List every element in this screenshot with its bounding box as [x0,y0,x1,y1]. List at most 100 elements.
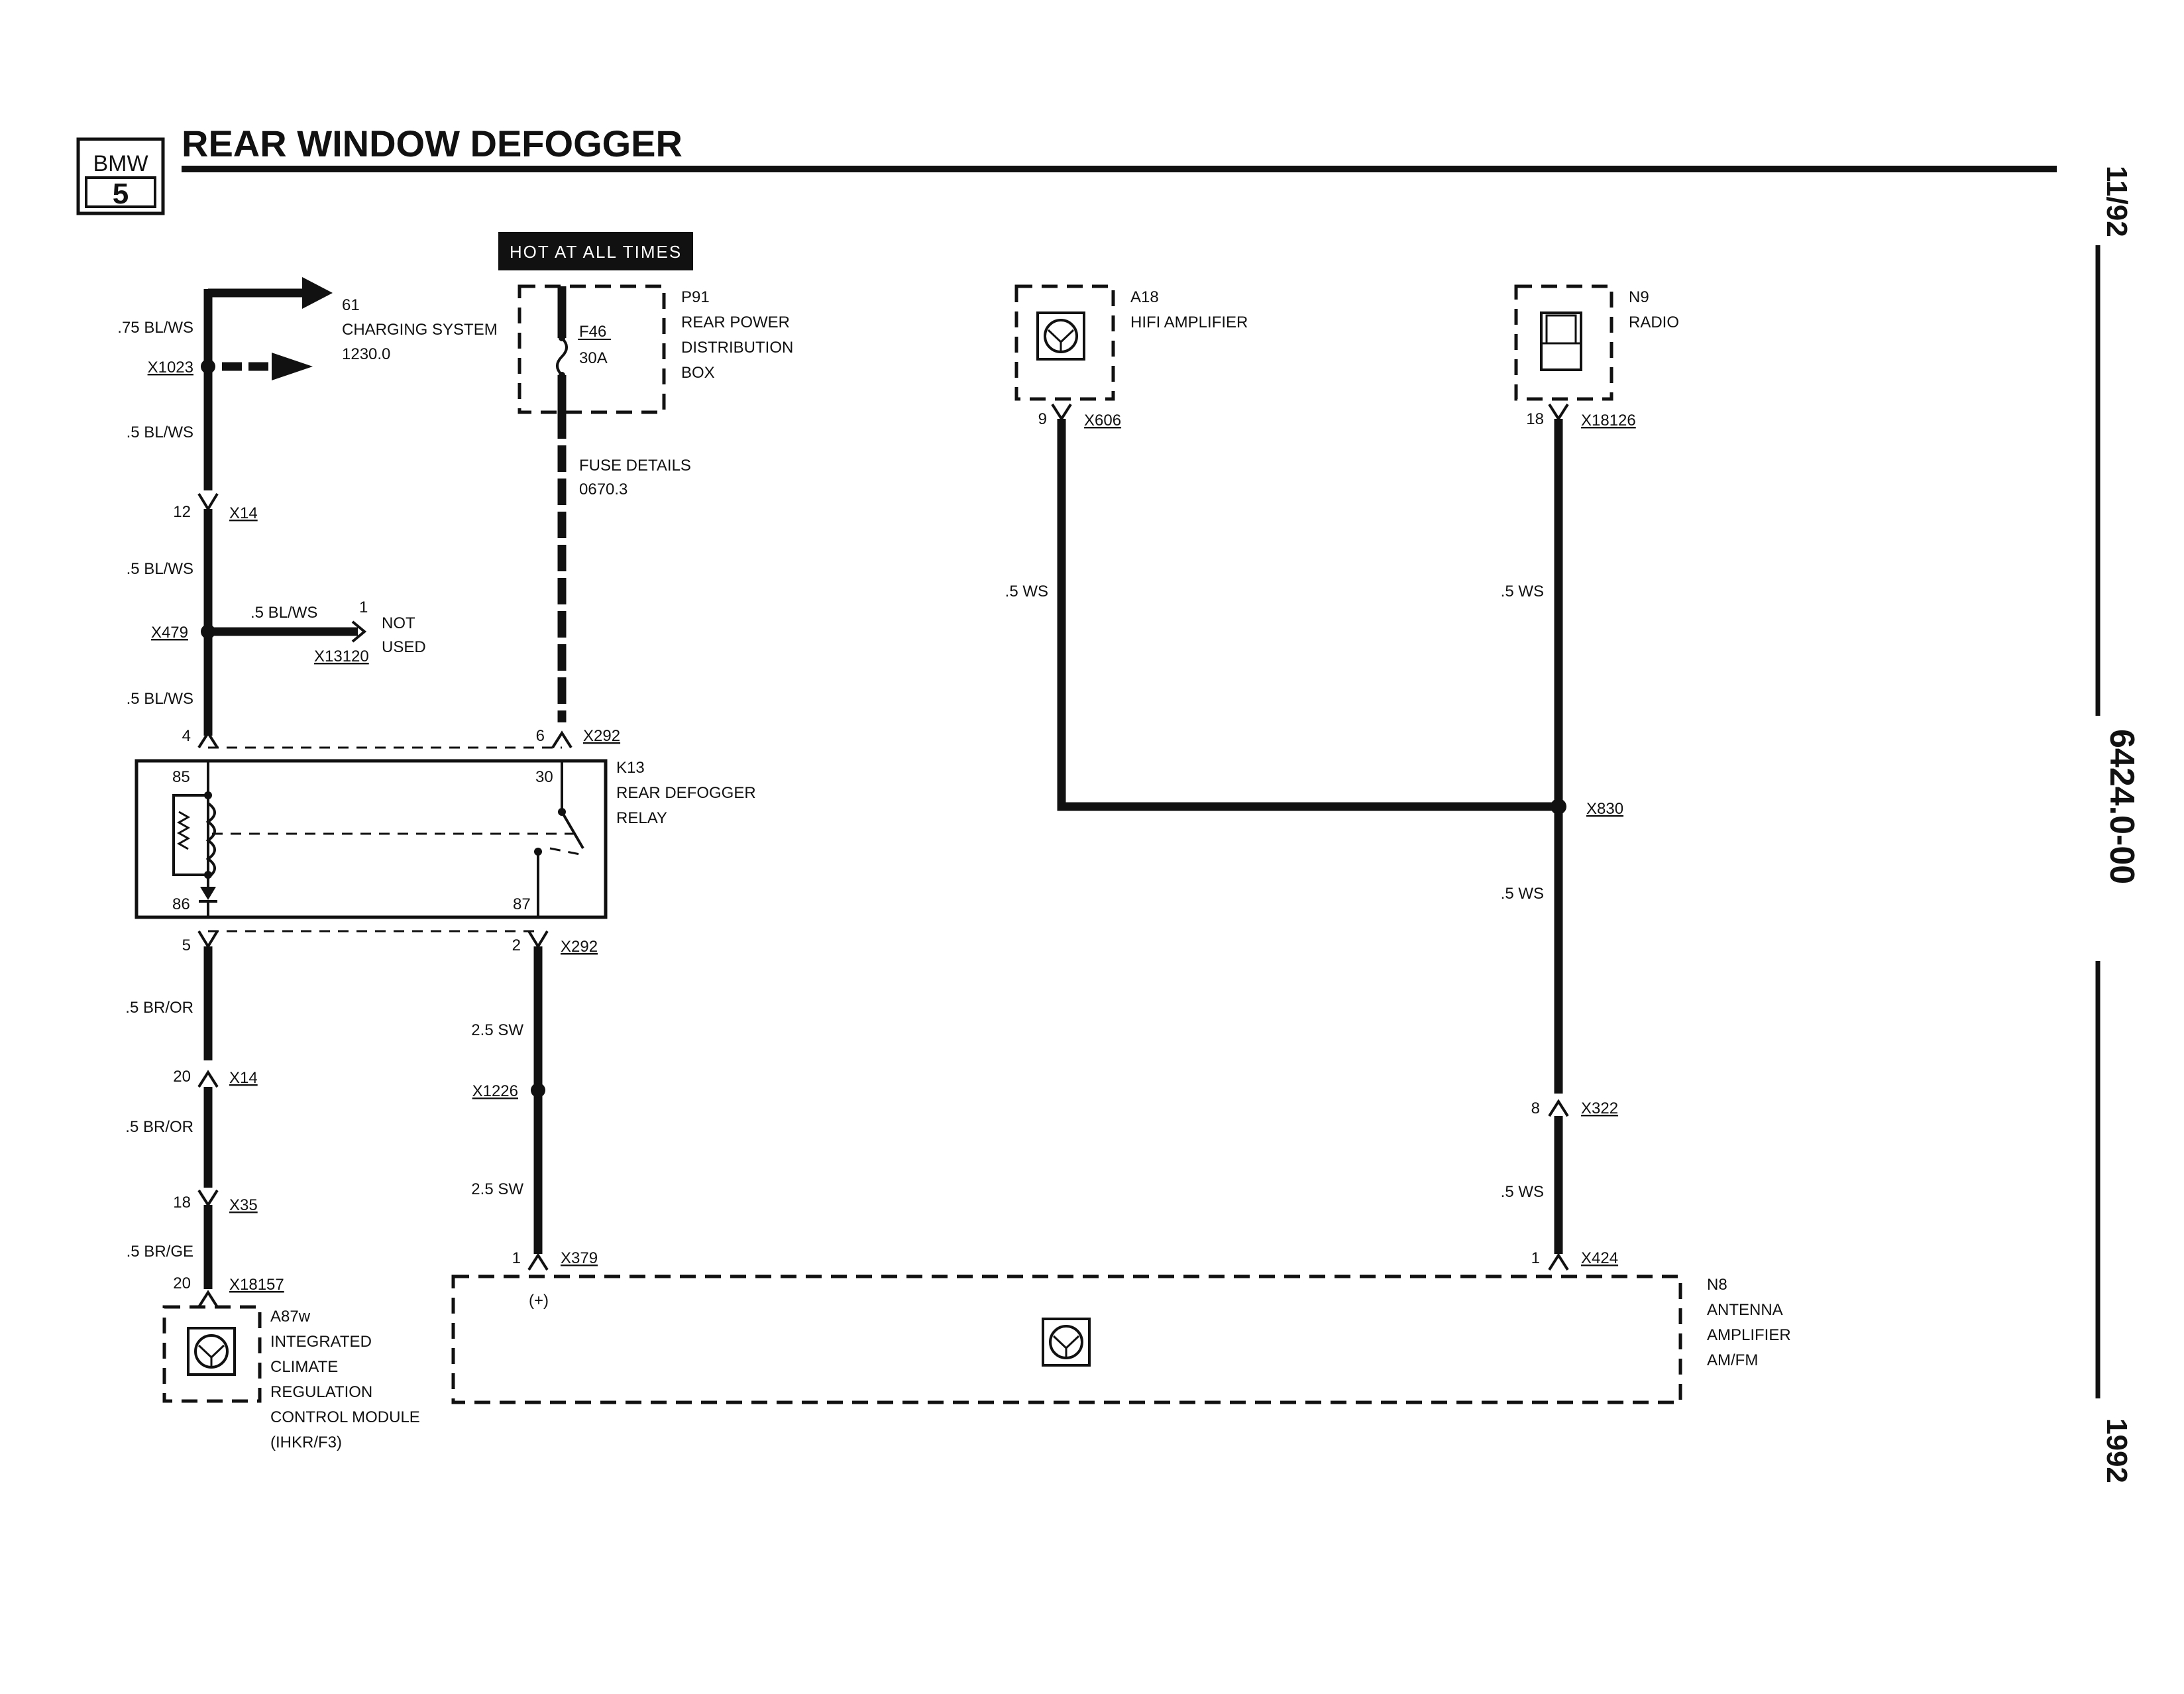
side-code: 6424.0-00 [2102,729,2141,884]
conn-x479: X479 [151,624,188,642]
side-year: 1992 [2101,1418,2133,1483]
n8-id: N8 [1707,1276,1727,1294]
x830-splice [1551,799,1566,815]
hot-banner: HOT AT ALL TIMES [498,232,693,270]
p91-line3: BOX [681,364,715,382]
conn-x424: X424 [1581,1249,1618,1267]
conn-x14-top-pin: 12 [173,503,191,521]
charging-id: 61 [342,296,360,314]
n9-id: N9 [1629,288,1649,306]
charging-ref: 1230.0 [342,345,390,363]
a87w-line5: (IHKR/F3) [270,1434,342,1451]
conn-x322-pin: 8 [1531,1100,1540,1117]
logo-bottom-text: 5 [113,178,129,210]
conn-x18126: X18126 [1581,412,1636,429]
wire-5-blws-d: .5 BL/WS [250,604,317,622]
p91-line1: REAR POWER [681,313,790,331]
left-wire [197,277,367,749]
wire-075-blws: .75 BL/WS [117,319,193,337]
wire-5-blws-c: .5 BL/WS [127,690,193,708]
conn-x292-bot: X292 [561,938,598,956]
conn-x18126-pin: 18 [1526,410,1544,428]
conn-x424-pin: 1 [1531,1249,1540,1267]
charging-name: CHARGING SYSTEM [342,321,498,339]
a87w-module [162,1305,262,1403]
n9-box [1514,284,1613,1271]
conn-x1226: X1226 [472,1082,518,1100]
bmw-logo: BMW 5 [76,137,165,215]
conn-x13120: X13120 [314,648,369,665]
p91-line2: DISTRIBUTION [681,339,793,357]
fuse-details-line1: FUSE DETAILS [579,457,691,475]
x1023-splice [201,359,215,374]
x1226-splice [531,1083,545,1098]
n8-plus: (+) [529,1292,549,1310]
wire-25-sw-a: 2.5 SW [471,1021,523,1039]
wire-5-ws-b: .5 WS [1501,583,1544,600]
conn-x292-bot-pin: 2 [512,936,521,954]
a87w-line2: CLIMATE [270,1358,338,1376]
conn-x18157-pin: 20 [173,1274,191,1292]
charging-arrow-left [302,277,333,309]
conn-x14-bot: X14 [229,1069,258,1087]
n9-name: RADIO [1629,313,1679,331]
hot-banner-text: HOT AT ALL TIMES [510,242,682,262]
left-bottom-wire [197,930,219,1308]
n8-line3: AM/FM [1707,1351,1758,1369]
a18-id: A18 [1130,288,1159,306]
fuse-amp: 30A [579,349,608,367]
wire-5-bror-b: .5 BR/OR [125,1118,193,1136]
page-title: REAR WINDOW DEFOGGER [182,123,682,164]
wire-5-ws-d: .5 WS [1501,1183,1544,1201]
a87w-line1: INTEGRATED [270,1333,372,1351]
conn-x14-top: X14 [229,504,258,522]
wire-5-bror-a: .5 BR/OR [125,999,193,1017]
conn-x292-top: X292 [583,727,620,745]
conn-x18157: X18157 [229,1276,284,1294]
n8-line2: AMPLIFIER [1707,1326,1791,1344]
a87w-line3: REGULATION [270,1383,372,1401]
wire-5-blws-a: .5 BL/WS [127,424,193,441]
not-used-line1: NOT [382,614,415,632]
wire-5-ws-a: .5 WS [1005,583,1048,600]
n8-box [451,1274,1682,1404]
conn-x830: X830 [1586,800,1623,818]
a18-name: HIFI AMPLIFIER [1130,313,1248,331]
k13-id: K13 [616,759,645,777]
not-used-line2: USED [382,638,426,656]
relay-pin30: 30 [535,768,553,786]
side-strip: 11/92 6424.0-00 1992 [2095,166,2141,1483]
conn-x606-pin: 9 [1038,410,1047,428]
charging-arrow-right [272,353,313,380]
conn-x35: X35 [229,1196,258,1214]
relay-pin85: 85 [172,768,190,786]
wire-5-brge: .5 BR/GE [127,1243,193,1261]
conn-x35-pin: 18 [173,1194,191,1212]
side-date: 11/92 [2101,166,2133,237]
conn-pin4: 4 [182,727,191,745]
a87w-id: A87w [270,1308,311,1326]
conn-x379-pin: 1 [512,1249,521,1267]
x292-top-connector [551,730,573,749]
n8-line1: ANTENNA [1707,1301,1783,1319]
fuse-details-line2: 0670.3 [579,480,628,498]
logo-top-text: BMW [93,151,148,176]
p91-box: F46 30A [518,284,666,414]
not-used-pin: 1 [359,598,368,616]
conn-x379: X379 [561,1249,598,1267]
wire-5-ws-c: .5 WS [1501,885,1544,903]
conn-pin5: 5 [182,936,191,954]
k13-relay: 85 86 30 87 [135,746,608,932]
conn-x606: X606 [1084,412,1121,429]
conn-x322: X322 [1581,1100,1618,1117]
relay-pin87: 87 [513,895,531,913]
p91-id: P91 [681,288,710,306]
a87w-line4: CONTROL MODULE [270,1408,420,1426]
conn-x292-top-pin: 6 [536,727,545,745]
wire-5-blws-b: .5 BL/WS [127,560,193,578]
k13-line2: RELAY [616,809,667,827]
wire-25-sw-b: 2.5 SW [471,1180,523,1198]
relay-pin86: 86 [172,895,190,913]
conn-x14-bot-pin: 20 [173,1068,191,1086]
